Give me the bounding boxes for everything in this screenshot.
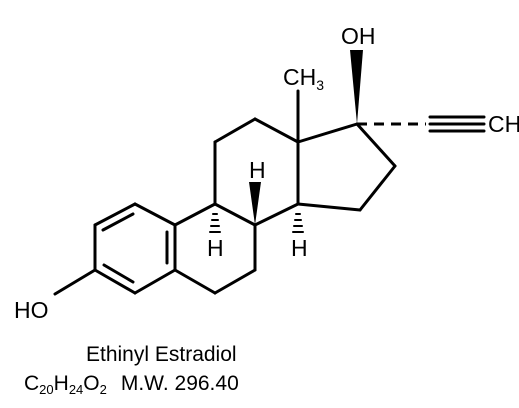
formula-element: O (83, 372, 99, 395)
caption-name: Ethinyl Estradiol (86, 343, 237, 366)
label-ch3-sub: 3 (316, 77, 324, 93)
wedge-c8-h (249, 182, 261, 225)
label-ch3-main: CH (283, 64, 316, 90)
label-h-c9: H (207, 235, 224, 261)
caption-mw: M.W. 296.40 (121, 372, 239, 395)
formula-element: C (24, 372, 39, 395)
label-h-c14: H (291, 235, 308, 261)
caption-formula-line: C20H24O2 M.W. 296.40 (24, 372, 239, 397)
caption-formula: C20H24O2 (24, 372, 107, 397)
ring-b (173, 202, 257, 295)
ring-d (296, 122, 397, 212)
hash-c14-h (292, 213, 304, 233)
bond-c3-oh (53, 268, 97, 296)
label-oh-top: OH (341, 23, 376, 49)
formula-subscript: 24 (69, 382, 83, 397)
formula-subscript: 2 (100, 382, 107, 397)
label-ch-alkyne: CH (488, 111, 519, 137)
hash-c9-h (209, 213, 221, 233)
formula-subscript: 20 (39, 382, 53, 397)
ring-c (213, 117, 300, 227)
ring-a (93, 202, 177, 295)
formula-element: H (54, 372, 69, 395)
wedge-c17-oh (350, 50, 363, 124)
label-h-c8: H (249, 157, 266, 183)
label-ho: HO (14, 297, 49, 323)
label-ch3: CH3 (283, 64, 324, 93)
triple-bond (428, 115, 486, 133)
